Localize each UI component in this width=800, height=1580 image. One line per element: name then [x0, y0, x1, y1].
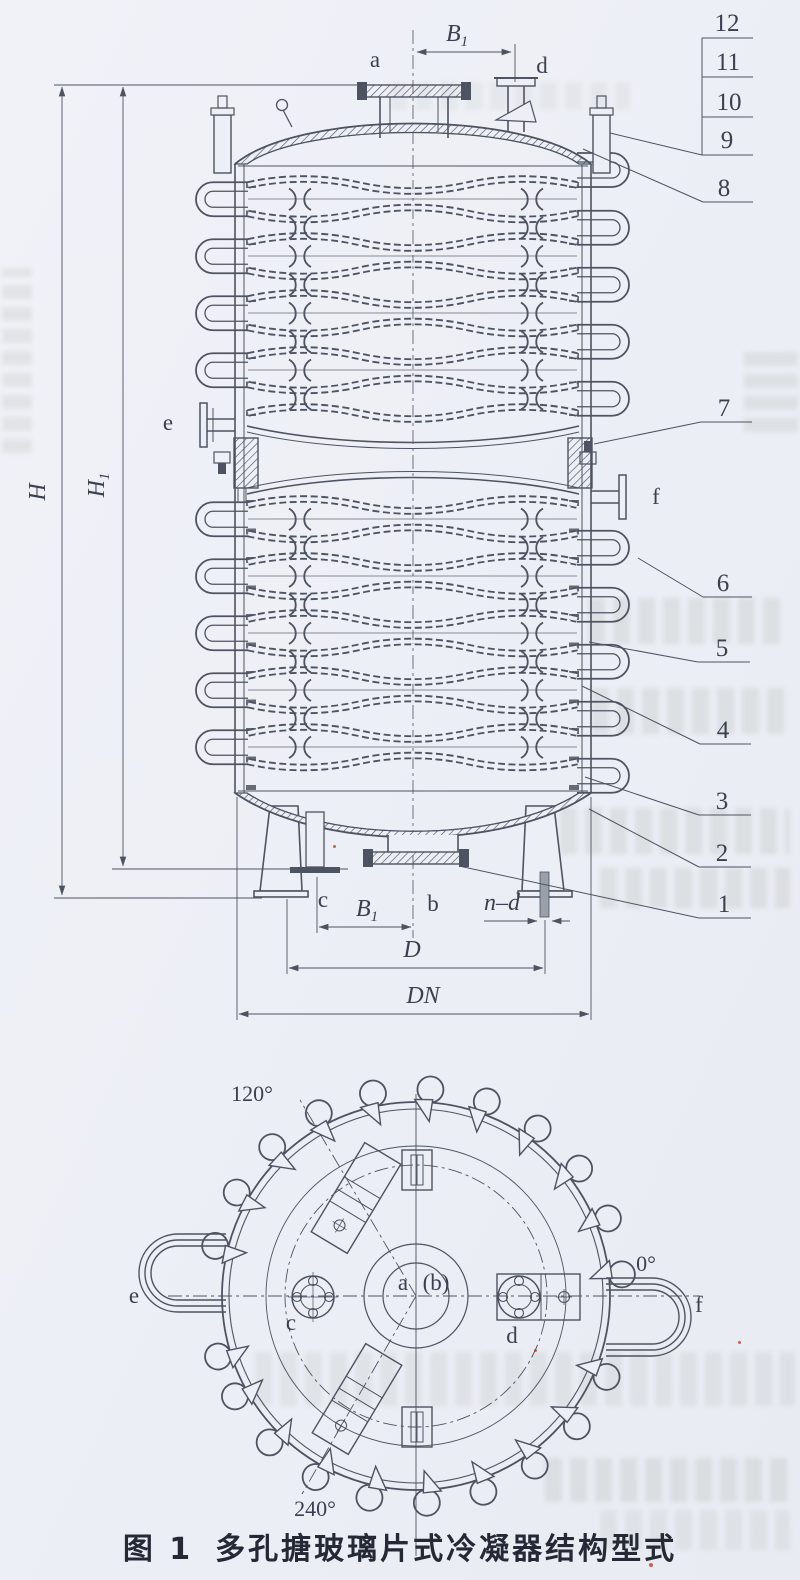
clamp-left — [233, 437, 259, 489]
anchor-bolt — [539, 871, 550, 918]
bolt-circle — [284, 1164, 548, 1428]
plan-flange-c — [288, 1272, 338, 1322]
nozzle-label-b: b — [427, 891, 439, 916]
center-nozzle-inner — [382, 1262, 450, 1330]
head-clamp-hook — [275, 98, 293, 128]
middle-joint — [233, 425, 597, 503]
dimension-lines — [54, 44, 592, 1020]
flange-bolt — [357, 82, 367, 100]
figure-caption-number: 图 1 — [122, 1532, 194, 1567]
angle-label-120: 120° — [231, 1081, 273, 1106]
flange-bolt — [459, 849, 469, 867]
callout-4: 4 — [717, 717, 730, 744]
radial-240 — [301, 1295, 417, 1495]
dim-label-H1: H1 — [84, 473, 113, 499]
angle-label-0: 0° — [636, 1251, 656, 1276]
figure-caption: 图 1 多孔搪玻璃片式冷凝器结构型式 — [0, 1524, 800, 1568]
bolt-head — [584, 441, 592, 452]
nozzle-f — [591, 474, 627, 520]
lifting-lug-right — [589, 95, 614, 174]
flange-bolt — [461, 82, 471, 100]
plan-label-d: d — [506, 1323, 518, 1348]
flange-bolt — [363, 849, 373, 867]
callout-12: 12 — [715, 10, 740, 37]
lifting-lug-left — [210, 95, 235, 174]
bracket-top — [401, 1149, 433, 1191]
bracket-bottom — [401, 1406, 433, 1448]
plate-circle — [265, 1145, 567, 1447]
callout-8: 8 — [718, 175, 731, 202]
stud-bolt — [237, 487, 247, 503]
nozzle-b — [363, 835, 469, 867]
dim-label-H: H — [25, 482, 51, 502]
handle-e — [138, 1233, 226, 1313]
front-view: 12 11 10 9 8 7 6 5 4 3 2 1 B1 H H1 B1 D … — [25, 10, 753, 1020]
callout-ladder — [458, 37, 753, 919]
plan-label-e: e — [129, 1283, 139, 1308]
tie-rods — [248, 198, 577, 748]
nozzle-a — [357, 82, 471, 138]
callout-5: 5 — [716, 635, 729, 662]
radial-120 — [299, 1099, 417, 1297]
nozzle-d — [493, 77, 538, 132]
tilted-lug-upper — [310, 1141, 402, 1255]
angle-label-240: 240° — [294, 1496, 336, 1521]
callout-3: 3 — [716, 788, 729, 815]
shell-inner-circle — [228, 1108, 604, 1484]
gusset — [493, 100, 537, 123]
callout-10: 10 — [717, 89, 742, 116]
center-nozzle-outer — [363, 1243, 469, 1349]
nozzle-label-c: c — [318, 887, 328, 912]
tilted-lug-lower — [311, 1342, 403, 1456]
nozzle-c — [290, 811, 340, 873]
nozzle-label-a: a — [370, 47, 380, 72]
nozzle-label-e: e — [163, 410, 173, 435]
dim-label-nd: n–d — [484, 890, 521, 916]
callout-6: 6 — [717, 570, 730, 597]
dim-label-DN: DN — [405, 983, 441, 1009]
plan-center-label-a: a — [398, 1270, 408, 1295]
plan-label-c: c — [286, 1310, 296, 1335]
plan-view: 120° 0° 240° a (b) c d e f — [129, 1074, 703, 1556]
callout-11: 11 — [716, 49, 740, 76]
plan-label-f: f — [695, 1292, 703, 1317]
callout-1: 1 — [718, 891, 731, 918]
top-head — [233, 122, 593, 167]
handle-f — [606, 1277, 692, 1357]
plan-flange-d — [496, 1273, 581, 1321]
plan-center-label-b: (b) — [423, 1270, 450, 1295]
dim-label-D: D — [402, 937, 420, 963]
callout-9: 9 — [721, 127, 734, 154]
plate-stack-upper — [248, 179, 577, 419]
dim-label-B1-top: B1 — [446, 21, 468, 50]
nozzle-e — [199, 402, 235, 474]
dim-label-B1-bottom: B1 — [356, 896, 378, 925]
nozzle-label-d: d — [536, 53, 548, 78]
figure-caption-title: 多孔搪玻璃片式冷凝器结构型式 — [215, 1532, 678, 1567]
support-legs — [253, 805, 573, 918]
nozzle-label-f: f — [652, 484, 660, 509]
callout-7: 7 — [718, 395, 731, 422]
callout-2: 2 — [716, 840, 729, 867]
